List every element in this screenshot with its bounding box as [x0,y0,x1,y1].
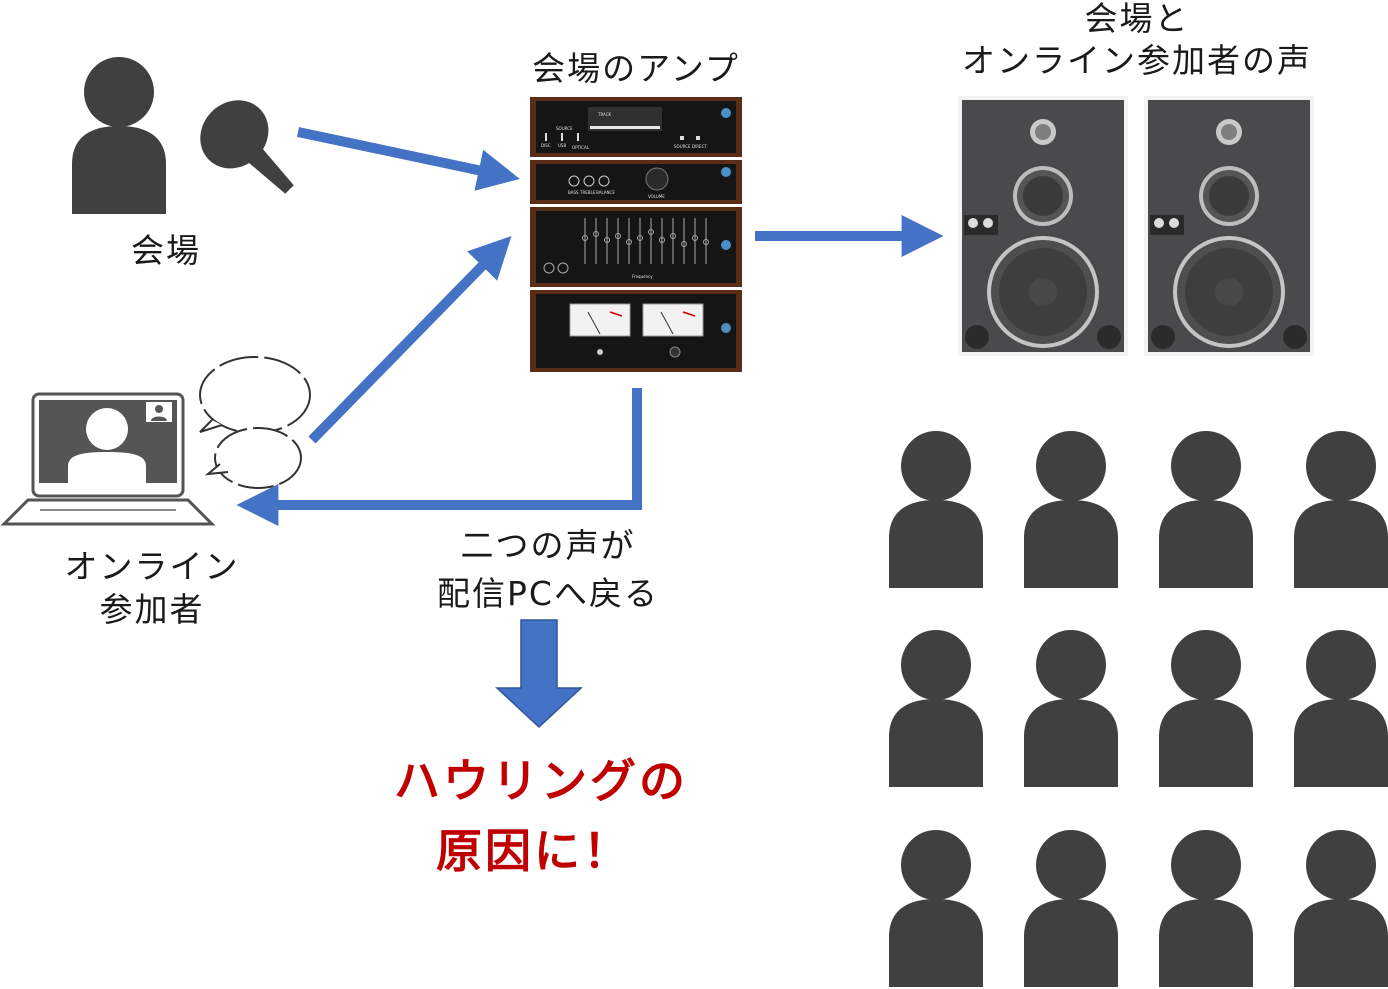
amp-bass-label: BASS [568,190,579,195]
amp-disc-label: DISC [541,143,551,148]
online-label-line2: 参加者 [100,590,205,629]
speech-bubbles [199,356,311,489]
audience-person [889,630,983,787]
venue-speaker-person [72,57,166,214]
arrow-amp-to-online [236,388,642,526]
audience-person [1294,830,1388,987]
amp-volume-label: VOLUME [648,194,665,199]
speaker-label-line1: 会場と [1085,0,1190,38]
venue-label: 会場 [131,231,201,270]
audience-person [889,431,983,588]
amp-usb-label: USB [558,143,566,148]
audience-person [1159,830,1253,987]
speaker-left [958,96,1128,356]
laptop-icon [0,392,216,526]
audience-person [889,830,983,987]
amp-source-label: SOURCE [556,126,573,131]
speaker-right [1144,96,1314,356]
amp-label: 会場のアンプ [532,49,740,88]
amp-track-label: TRACK [597,112,612,117]
return-label-line2: 配信PCへ戻る [437,574,659,613]
audience-person [1024,630,1118,787]
audience-person [1294,630,1388,787]
return-label-line1: 二つの声が [461,526,636,565]
amp-treble-label: TREBLE [579,190,596,195]
audience-person [1159,431,1253,588]
amp-frequency-label: Frequency [632,274,653,279]
audience-person [1294,431,1388,588]
audience-person [1024,830,1118,987]
down-block-arrow [495,619,583,729]
amp-optical-label: OPTICAL [572,145,590,150]
audience-grid [889,431,1388,987]
amplifier-stack: TRACK SOURCE DISC USB OPTICAL SOURCE DIR… [530,97,742,372]
online-label-line1: オンライン [65,547,240,586]
arrow-online-to-amp [308,235,512,444]
speaker-label-line2: オンライン参加者の声 [962,41,1312,80]
amp-source-button-label: SOURCE [674,144,691,149]
audience-person [1024,431,1118,588]
microphone-icon [200,100,294,194]
warning-line2: 原因に！ [436,824,632,878]
arrow-mic-to-amp [296,127,520,191]
amp-balance-label: BALANCE [596,190,615,195]
warning-line1: ハウリングの [394,754,688,808]
flow-arrows [236,127,944,526]
audience-person [1159,630,1253,787]
amp-eq-sliders [543,218,709,274]
amp-direct-button-label: DIRECT [692,144,707,149]
